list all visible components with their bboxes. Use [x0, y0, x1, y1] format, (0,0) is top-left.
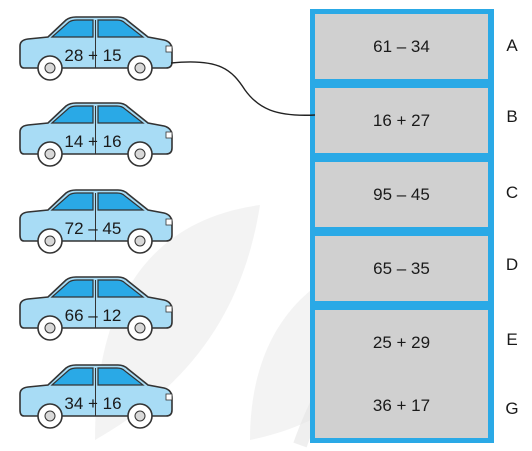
wheel-icon — [37, 141, 63, 167]
slot-letter-e: E — [506, 330, 518, 349]
slot-expression: 65 – 35 — [373, 258, 430, 278]
car-expression: 72 – 45 — [64, 219, 122, 238]
car-expression: 66 – 12 — [64, 306, 122, 325]
parking-slot-d[interactable]: 65 – 35 — [315, 236, 488, 301]
parking-slot-a[interactable]: 61 – 34 — [315, 14, 488, 79]
car-expression: 14 + 16 — [64, 132, 122, 151]
wheel-icon — [127, 315, 153, 341]
slot-expression: 61 – 34 — [373, 36, 430, 56]
car-icon — [19, 102, 173, 167]
car-icon — [19, 364, 173, 429]
slot-letter-b: B — [506, 107, 518, 126]
wheel-icon — [37, 315, 63, 341]
parking-garage: 61 – 34 16 + 27 95 – 45 65 – 35 25 + 29 … — [310, 9, 494, 443]
slot-expression: 36 + 17 — [372, 395, 431, 415]
slot-letter-c: C — [505, 183, 519, 202]
wheel-icon — [127, 55, 153, 81]
parking-slot-b[interactable]: 16 + 27 — [315, 88, 488, 153]
car-icon — [19, 16, 173, 81]
slot-letter-a: A — [506, 36, 518, 55]
slot-letter-d: D — [505, 255, 519, 274]
parking-slot-c[interactable]: 95 – 45 — [315, 162, 488, 227]
slot-expression: 16 + 27 — [372, 110, 431, 130]
car-card[interactable]: 28 + 15 — [14, 12, 176, 84]
slot-letter-g: G — [505, 399, 519, 418]
wheel-icon — [127, 141, 153, 167]
car-card[interactable]: 72 – 45 — [14, 185, 176, 257]
slot-expression: 25 + 29 — [372, 332, 431, 352]
wheel-icon — [127, 403, 153, 429]
car-icon — [19, 189, 173, 254]
wheel-icon — [37, 55, 63, 81]
wheel-icon — [37, 403, 63, 429]
car-expression: 28 + 15 — [64, 46, 122, 65]
car-card[interactable]: 34 + 16 — [14, 360, 176, 432]
car-expression: 34 + 16 — [64, 394, 122, 413]
parking-slot-g[interactable]: 36 + 17 — [315, 373, 488, 438]
wheel-icon — [37, 228, 63, 254]
slot-expression: 95 – 45 — [373, 184, 430, 204]
parking-slot-e[interactable]: 25 + 29 — [315, 310, 488, 375]
wheel-icon — [127, 228, 153, 254]
car-icon — [19, 276, 173, 341]
car-card[interactable]: 14 + 16 — [14, 98, 176, 170]
car-card[interactable]: 66 – 12 — [14, 272, 176, 344]
